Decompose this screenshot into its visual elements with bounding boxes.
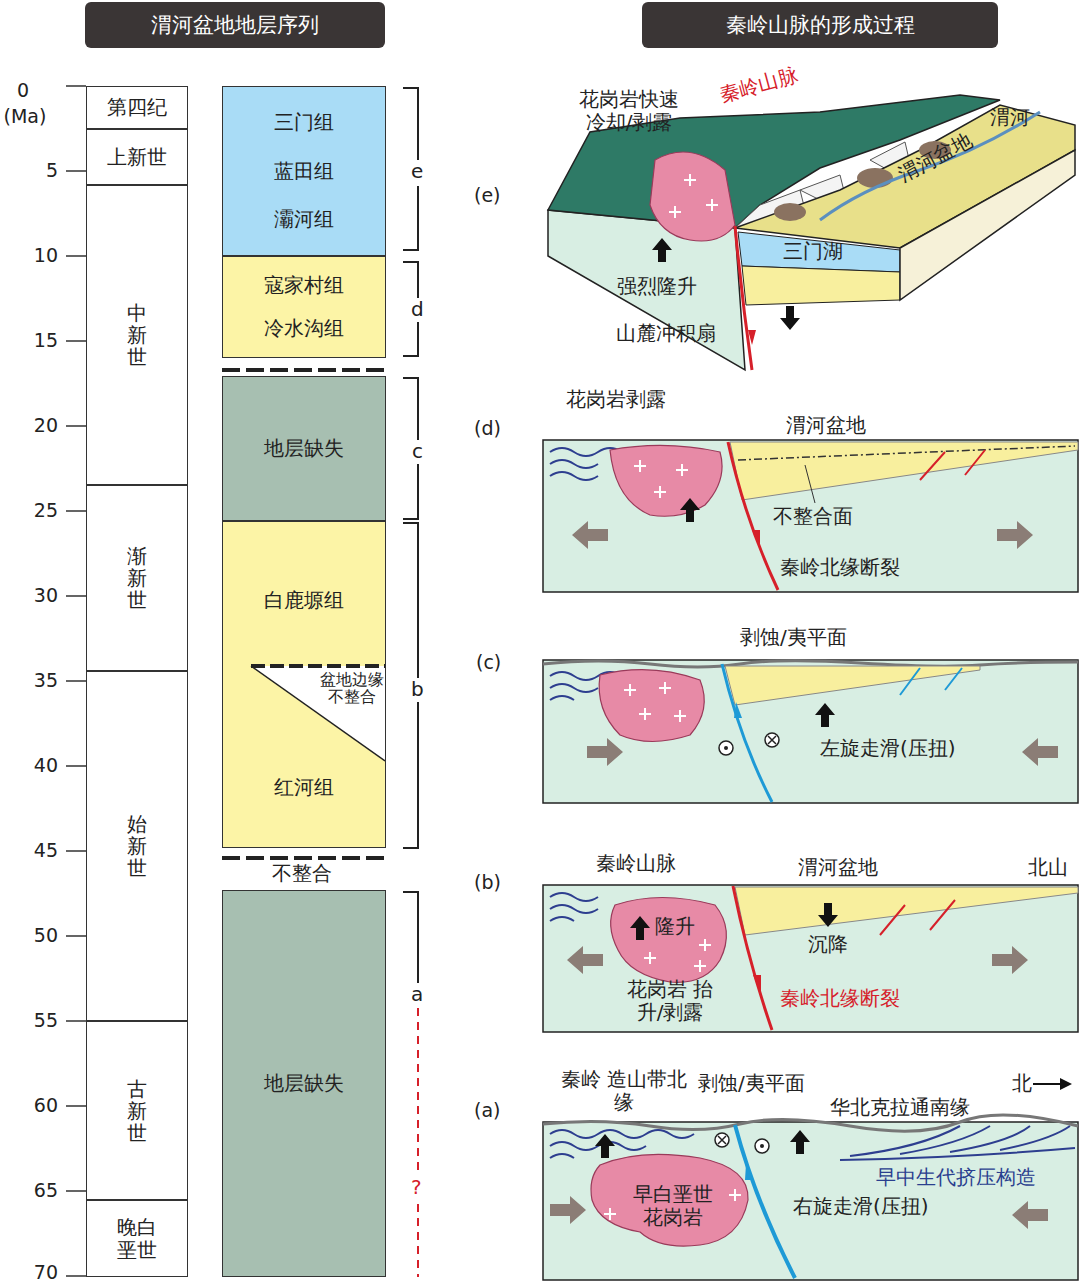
axis-value: 25 bbox=[0, 500, 58, 522]
annotation: 北山 bbox=[1028, 856, 1068, 879]
axis-value: 15 bbox=[0, 330, 58, 352]
annotation: 花岗岩 抬升/剥露 bbox=[622, 978, 718, 1024]
annotation: 强烈隆升 bbox=[617, 275, 697, 298]
epoch-box: 古新世 bbox=[86, 1021, 188, 1200]
panel-letter: (d) bbox=[474, 418, 501, 440]
axis-value: 5 bbox=[0, 160, 58, 182]
node-text: 灞河组 bbox=[274, 206, 334, 233]
formation-band: 白鹿塬组盆地边缘 不整合红河组 bbox=[222, 521, 386, 848]
annotation: 早白垩世 花岗岩 bbox=[624, 1183, 722, 1229]
node-text: 中新世 bbox=[127, 302, 147, 368]
node-text: 秦岭山脉的形成过程 bbox=[726, 11, 915, 39]
bracket-letter: c bbox=[412, 440, 423, 463]
uncertain-mark: ? bbox=[411, 1176, 422, 1199]
annotation: 花岗岩剥露 bbox=[566, 388, 666, 411]
annotation: 不整合面 bbox=[773, 505, 853, 528]
axis-value: 60 bbox=[0, 1095, 58, 1117]
panel-letter: (a) bbox=[474, 1100, 500, 1122]
node-text: 地层缺失 bbox=[264, 435, 344, 462]
axis-value: 40 bbox=[0, 755, 58, 777]
unconformity-label: 不整合 bbox=[272, 862, 332, 885]
epoch-box: 中新世 bbox=[86, 185, 188, 485]
panel-letter: (c) bbox=[476, 652, 501, 674]
node-text: 蓝田组 bbox=[274, 158, 334, 185]
epoch-box: 始新世 bbox=[86, 671, 188, 1021]
annotation: 沉降 bbox=[808, 933, 848, 956]
node-text: 寇家村组 bbox=[264, 272, 344, 299]
node-text: 盆地边缘 不整合 bbox=[319, 672, 385, 706]
annotation: 花岗岩快速 冷却/剥露 bbox=[566, 88, 692, 134]
bracket-letter: d bbox=[411, 298, 424, 321]
panel-letter: (e) bbox=[474, 185, 501, 207]
node-text: 上新世 bbox=[107, 144, 167, 171]
header-box: 渭河盆地地层序列 bbox=[85, 2, 385, 48]
panel-letter: (b) bbox=[474, 872, 501, 894]
annotation: 秦岭山脉 bbox=[596, 852, 676, 875]
annotation: 秦岭山脉 bbox=[717, 64, 800, 107]
epoch-box: 晚白垩世 bbox=[86, 1200, 188, 1277]
annotation: 秦岭北缘断裂 bbox=[780, 556, 900, 579]
axis-value: 70 bbox=[0, 1262, 58, 1284]
annotation: 渭河 bbox=[990, 106, 1030, 129]
annotation: 秦岭北缘断裂 bbox=[780, 987, 900, 1010]
annotation: 秦岭 造山带北缘 bbox=[556, 1068, 692, 1114]
annotation: 北 bbox=[1012, 1072, 1032, 1095]
annotation: 剥蚀/夷平面 bbox=[698, 1072, 805, 1095]
annotation: 早中生代挤压构造 bbox=[876, 1166, 1036, 1189]
node-text: 冷水沟组 bbox=[264, 315, 344, 342]
annotation: 渭河盆地 bbox=[786, 414, 866, 437]
hiatus-band: 地层缺失 bbox=[222, 890, 386, 1277]
node-text: 白鹿塬组 bbox=[223, 587, 385, 614]
formation-band: 寇家村组冷水沟组 bbox=[222, 256, 386, 358]
axis-value: 50 bbox=[0, 925, 58, 947]
epoch-box: 第四纪 bbox=[86, 86, 188, 129]
formation-band: 三门组蓝田组灞河组 bbox=[222, 86, 386, 256]
axis-value: 35 bbox=[0, 670, 58, 692]
annotation: 三门湖 bbox=[783, 240, 843, 263]
bracket-letter: a bbox=[411, 983, 423, 1006]
annotation: 华北克拉通南缘 bbox=[830, 1096, 970, 1119]
axis-value: 30 bbox=[0, 585, 58, 607]
axis-value: 65 bbox=[0, 1180, 58, 1202]
annotation: 山麓冲积扇 bbox=[616, 322, 716, 345]
annotation: 右旋走滑(压扭) bbox=[793, 1195, 929, 1218]
node-text: 古新世 bbox=[127, 1078, 147, 1144]
annotation: 剥蚀/夷平面 bbox=[740, 626, 847, 649]
node-text: 地层缺失 bbox=[264, 1070, 344, 1097]
axis-value: 55 bbox=[0, 1010, 58, 1032]
bracket-letter: b bbox=[411, 678, 424, 701]
node-text: 渭河盆地地层序列 bbox=[151, 11, 319, 39]
annotation: 左旋走滑(压扭) bbox=[820, 737, 956, 760]
annotation: 渭河盆地 bbox=[798, 856, 878, 879]
node-text: 红河组 bbox=[223, 774, 385, 801]
node-text: 晚白垩世 bbox=[116, 1216, 158, 1262]
axis-unit: (Ma) bbox=[0, 106, 50, 128]
node-text: 三门组 bbox=[274, 109, 334, 136]
axis-value: 20 bbox=[0, 415, 58, 437]
axis-value: 0 bbox=[8, 80, 38, 102]
epoch-box: 上新世 bbox=[86, 129, 188, 185]
header-box: 秦岭山脉的形成过程 bbox=[642, 2, 998, 48]
annotation: 隆升 bbox=[655, 915, 695, 938]
node-text: 渐新世 bbox=[127, 545, 147, 611]
node-text: 始新世 bbox=[127, 813, 147, 879]
axis-value: 45 bbox=[0, 840, 58, 862]
node-text: 第四纪 bbox=[107, 94, 167, 121]
bracket-letter: e bbox=[411, 160, 423, 183]
hiatus-band: 地层缺失 bbox=[222, 376, 386, 521]
epoch-box: 渐新世 bbox=[86, 485, 188, 671]
axis-value: 10 bbox=[0, 245, 58, 267]
